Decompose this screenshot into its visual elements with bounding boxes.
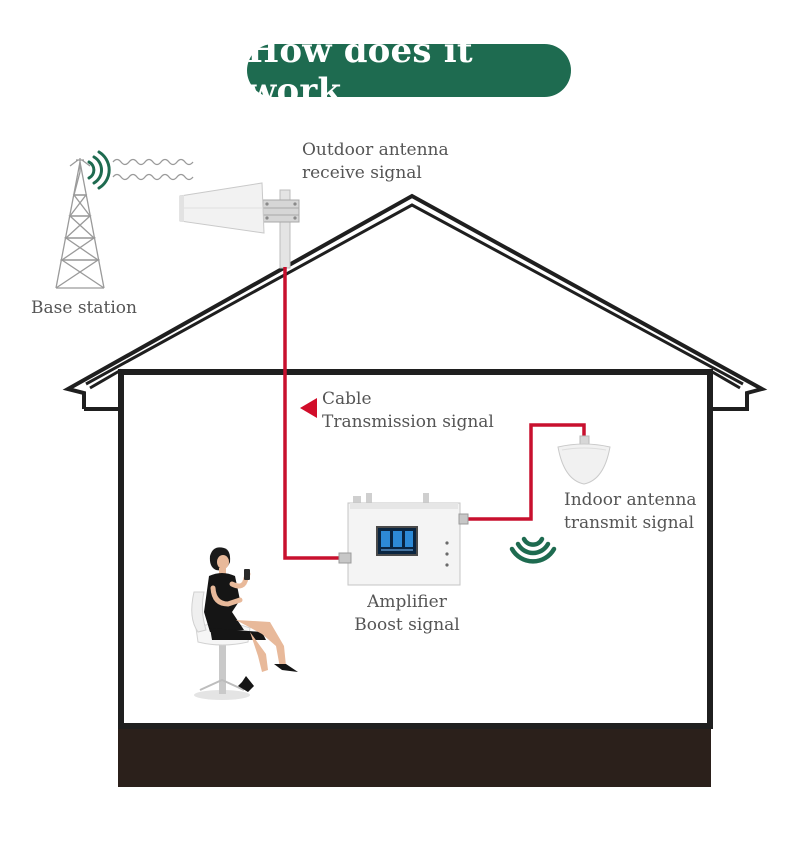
transmit-signal-icon: [509, 536, 557, 564]
cable-label-line1: Cable: [322, 389, 372, 409]
roof-fill-left: [89, 368, 122, 390]
log-periodic-antenna-icon: [179, 182, 265, 234]
indoor-antenna-label: Indoor antenna transmit signal: [564, 489, 697, 535]
roof-fill-right: [708, 368, 741, 390]
indoor-antenna-label-line2: transmit signal: [564, 513, 695, 533]
cable: [283, 267, 586, 560]
wireless-signal-icon: [87, 150, 111, 190]
roof-eave-left: [84, 374, 123, 411]
woman-on-phone-icon: [191, 547, 298, 700]
tower-icon: [55, 158, 105, 289]
house-walls: [118, 369, 713, 729]
roof-inner: [85, 203, 744, 386]
outdoor-antenna-label: Outdoor antenna receive signal: [302, 139, 449, 185]
indoor-antenna-label-line1: Indoor antenna: [564, 490, 697, 510]
antenna-mast: [262, 189, 300, 269]
outdoor-antenna-label-line2: receive signal: [302, 163, 422, 183]
amplifier-label-line2: Boost signal: [354, 615, 460, 635]
roof-outer: [62, 193, 768, 411]
base-station-label: Base station: [31, 298, 137, 318]
arrow-left-triangle-icon: [300, 398, 317, 418]
amplifier-label-line1: Amplifier: [367, 592, 447, 612]
cable-label-line2: Transmission signal: [322, 412, 494, 432]
house-foundation: [118, 723, 711, 787]
signal-booster-icon: [338, 493, 469, 586]
ceiling-dome-antenna-icon: [557, 435, 611, 485]
outdoor-antenna-label-line1: Outdoor antenna: [302, 140, 449, 160]
airwave-signal: [112, 158, 194, 181]
cable-label: Cable Transmission signal: [322, 388, 494, 434]
amplifier-label: Amplifier Boost signal: [352, 591, 462, 637]
